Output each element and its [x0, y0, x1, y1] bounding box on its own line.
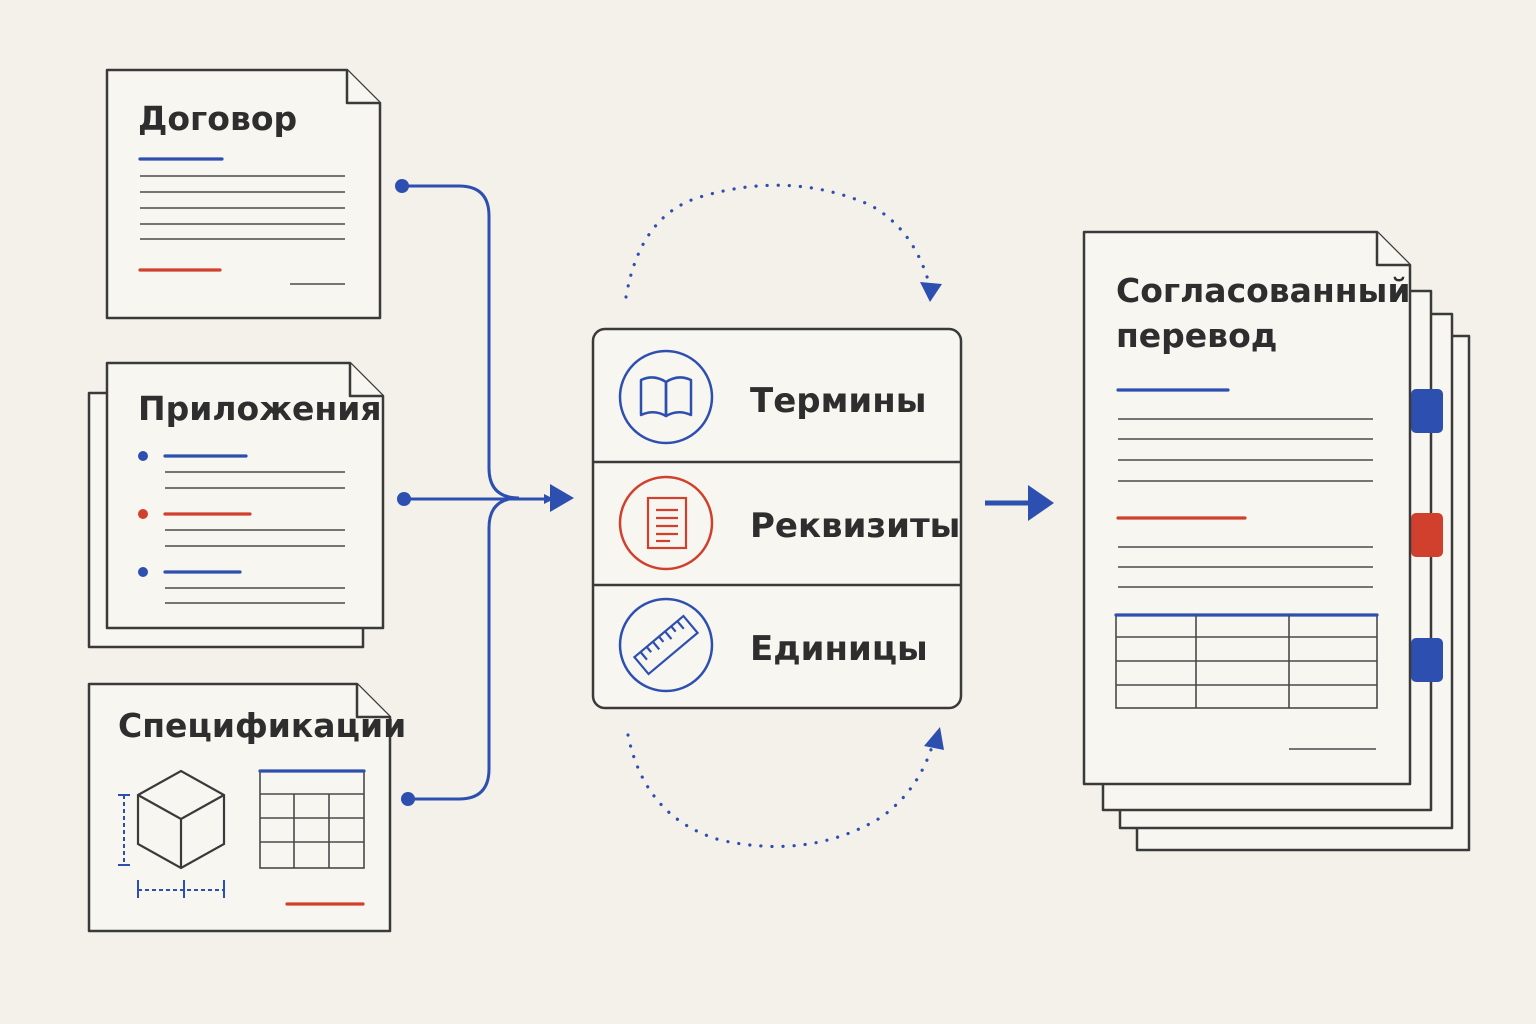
source-doc-title: Спецификации — [118, 706, 406, 745]
consistency-check-panel: Термины Реквизиты — [591, 327, 963, 710]
result-document-stack: Согласованный перевод — [1082, 230, 1471, 852]
check-label: Термины — [750, 381, 926, 421]
arrow-head-icon — [924, 727, 944, 750]
result-title-line1: Согласованный — [1116, 271, 1411, 310]
source-doc-specifications: Спецификации — [87, 682, 406, 933]
source-doc-appendices: Приложения — [87, 361, 385, 649]
source-connectors — [395, 179, 574, 806]
bullet-dot — [138, 567, 148, 577]
section-tab — [1411, 513, 1443, 557]
result-title-line2: перевод — [1116, 316, 1277, 355]
check-label: Единицы — [750, 629, 928, 669]
spec-table-icon — [258, 769, 366, 869]
arrow-head-icon — [920, 282, 942, 302]
source-doc-title: Договор — [138, 99, 297, 138]
arrow-head-icon — [1028, 485, 1054, 521]
result-table — [1114, 613, 1379, 709]
source-doc-contract: Договор — [105, 68, 382, 320]
ruler-icon — [632, 614, 700, 676]
check-row-requisites: Реквизиты — [618, 475, 960, 571]
section-tab — [1411, 638, 1443, 682]
cube-drawing-icon — [118, 769, 226, 898]
bullet-dot — [138, 451, 148, 461]
arrow-head-icon — [550, 484, 574, 512]
book-icon — [639, 376, 693, 418]
section-tab — [1411, 389, 1443, 433]
check-row-units: Единицы — [618, 597, 928, 693]
output-arrow — [985, 485, 1054, 521]
bullet-dot — [138, 509, 148, 519]
check-row-terms: Термины — [618, 349, 926, 445]
check-label: Реквизиты — [750, 506, 960, 546]
iteration-arrows — [624, 183, 944, 848]
source-doc-title: Приложения — [138, 389, 382, 428]
document-icon — [646, 496, 688, 550]
